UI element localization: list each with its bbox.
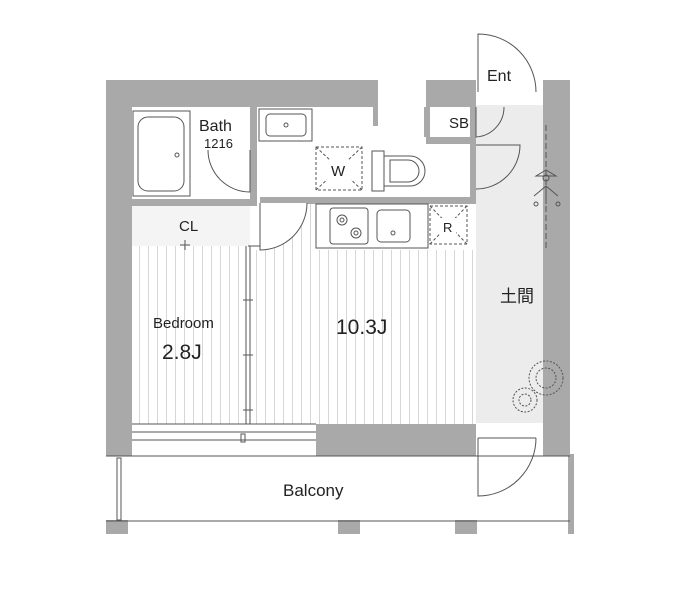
wall-right [543, 80, 570, 426]
wall-genkan-left [470, 107, 476, 202]
wall-bath-left [250, 107, 257, 203]
label-bath-size: 1216 [204, 136, 233, 151]
wall-top-right [426, 80, 476, 107]
bath-door [207, 149, 251, 193]
wall-closet-bottom [132, 199, 257, 206]
closet-floor [132, 206, 250, 246]
sb-door [475, 106, 505, 138]
labels: Ent Bath 1216 SB W CL R Bedroom 2.8J 10.… [153, 68, 534, 500]
label-balcony: Balcony [283, 481, 344, 500]
plant-icon [512, 360, 564, 413]
wall-bottom-right [543, 424, 570, 456]
wall-top-notch [373, 80, 378, 126]
label-washer: W [331, 163, 346, 180]
toilet-door [475, 144, 521, 190]
label-genkan: 土間 [500, 287, 534, 307]
balcony-post-1 [106, 520, 128, 534]
wall-left [106, 80, 132, 456]
fixtures [132, 108, 564, 424]
label-refrigerator: R [443, 220, 452, 235]
label-bedroom-size: 2.8J [162, 341, 202, 364]
coat-hanger-icon [533, 125, 561, 250]
bedroom-floor [132, 246, 246, 424]
genkan-floor [476, 98, 544, 423]
wall-balcony-right [568, 454, 574, 534]
bathtub-icon [132, 110, 191, 197]
wall-bottom-mid [316, 424, 476, 456]
kitchen-sink-icon [376, 209, 411, 243]
balcony-door [477, 437, 537, 497]
balcony-post-2 [338, 520, 360, 534]
fridge-space-icon [429, 205, 468, 245]
label-entrance: Ent [487, 68, 512, 85]
label-bath: Bath [199, 118, 232, 135]
wall-kitchen-top [260, 197, 476, 204]
toilet-icon [371, 150, 426, 192]
sink-icon [258, 108, 313, 142]
entrance-door [477, 33, 537, 93]
label-shoe-box: SB [449, 115, 469, 132]
balcony [106, 423, 570, 522]
wall-top-left [106, 80, 373, 107]
doors [207, 33, 543, 497]
wall-bath-right [424, 107, 430, 137]
stove-icon [329, 207, 369, 245]
label-living-size: 10.3J [336, 316, 387, 339]
washer-space-icon [315, 146, 363, 191]
label-bedroom: Bedroom [153, 315, 214, 332]
label-closet: CL [179, 218, 198, 235]
living-floor [252, 250, 476, 424]
walls [106, 80, 574, 534]
wall-sb-bottom [426, 137, 476, 144]
living-door [259, 202, 308, 251]
balcony-post-3 [455, 520, 477, 534]
